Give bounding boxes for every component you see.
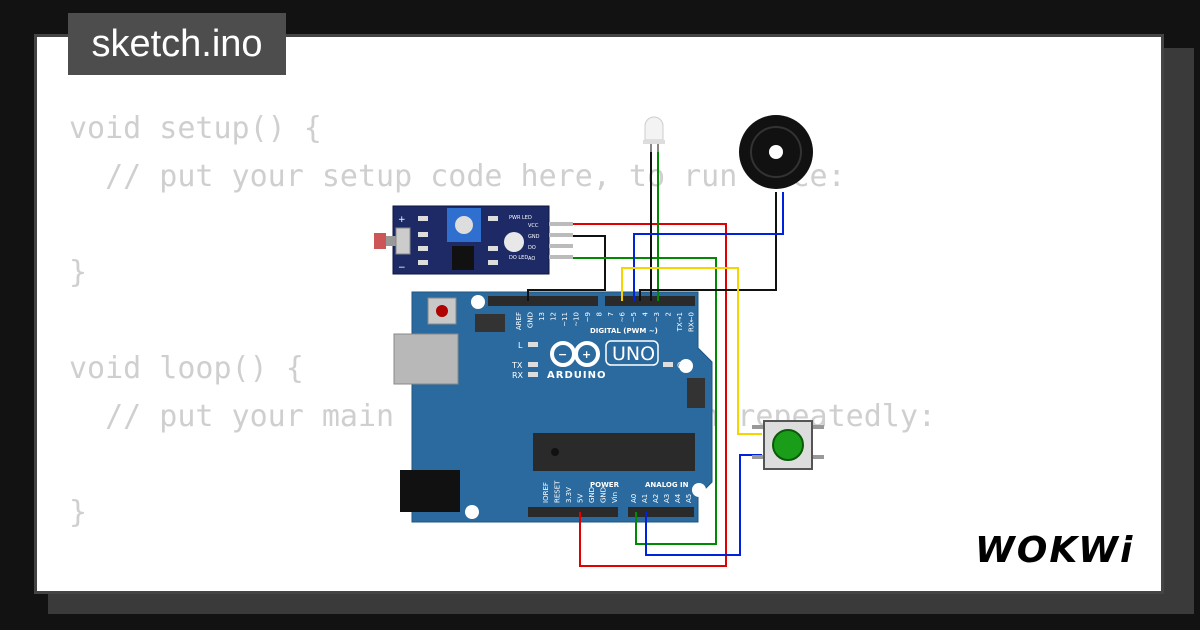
ldr-sensor-module[interactable]: + − PWR LED DO LED VCC GND DO AO	[374, 205, 573, 275]
wire-blue-buzzer	[633, 192, 784, 301]
mount-hole	[692, 483, 706, 497]
tx-led	[528, 362, 538, 367]
pin-label: 4	[642, 311, 650, 316]
rx-led	[528, 372, 538, 377]
pin-label: IOREF	[542, 482, 550, 503]
sensor-pin-label: AO	[528, 256, 535, 262]
reset-button-cap[interactable]	[436, 305, 448, 317]
sensor-pin-label: VCC	[528, 223, 539, 229]
pin-label: ~6	[619, 311, 627, 322]
sensor-pin-labels: VCC GND DO AO	[528, 223, 540, 262]
led[interactable]	[643, 116, 665, 152]
do-led-label: DO LED	[509, 255, 528, 261]
pin-label: RESET	[554, 480, 562, 503]
pin-label: A5	[685, 494, 693, 503]
pin-label: Vin	[611, 492, 619, 503]
mount-hole	[465, 505, 479, 519]
on-label: ON	[677, 361, 689, 370]
pin-label: 5V	[577, 494, 585, 503]
power-label: POWER	[590, 481, 620, 489]
pin-label: GND	[600, 487, 608, 503]
pin-label: 7	[607, 312, 615, 316]
wire-blue-button	[645, 454, 762, 556]
sensor-pin-label: GND	[528, 234, 540, 240]
l-led	[528, 342, 538, 347]
pin-label: AREF	[515, 312, 523, 330]
pin-label: GND	[527, 312, 535, 328]
pin-label: 12	[550, 312, 558, 321]
mount-hole	[471, 295, 485, 309]
power-header[interactable]	[528, 507, 618, 517]
pin-label: ~5	[630, 312, 638, 322]
sensor-pin-label: DO	[528, 245, 536, 251]
comparator-chip	[452, 246, 474, 270]
code-line: void setup() {	[69, 111, 322, 146]
pin-label: GND	[588, 487, 596, 503]
wokwi-logo: WOKWi	[975, 530, 1135, 571]
sensor-plus: +	[398, 215, 406, 225]
pin-label: A2	[652, 494, 660, 503]
pin-label: ~9	[584, 312, 592, 322]
analog-label: ANALOG IN	[645, 481, 689, 489]
pin-label: 3.3V	[565, 487, 573, 503]
pin-label: 2	[665, 312, 673, 316]
uno-label: UNO	[612, 343, 655, 365]
analog-header[interactable]	[628, 507, 694, 517]
pushbutton[interactable]	[752, 420, 824, 470]
wires	[527, 150, 784, 567]
buzzer[interactable]	[739, 115, 813, 189]
on-led	[663, 362, 673, 367]
code-line: // put your setup code here, to run once…	[69, 159, 846, 194]
digital-label: DIGITAL (PWM ~)	[590, 327, 658, 335]
icsp-header	[475, 314, 505, 332]
file-tab[interactable]: sketch.ino	[68, 13, 286, 75]
wire-green-ao	[551, 257, 717, 545]
usb-port	[393, 333, 459, 385]
pin-label: A0	[630, 494, 638, 503]
sensor-pins[interactable]	[549, 222, 573, 259]
pin-label: 8	[596, 312, 604, 316]
arduino-label: ARDUINO	[547, 370, 606, 381]
pin-label: ~11	[561, 312, 569, 327]
digital-header-left[interactable]	[488, 296, 598, 306]
arduino-infinity-logo: − +	[550, 341, 600, 367]
wire-yellow-button	[621, 267, 762, 435]
pin-label: 13	[538, 312, 546, 321]
pin-label: A3	[663, 494, 671, 503]
code-line: }	[69, 255, 88, 290]
pin-label: ~3	[653, 312, 661, 322]
sensor-minus: −	[398, 263, 406, 273]
svg-text:−: −	[558, 348, 567, 361]
power-jack	[400, 470, 460, 512]
l-label: L	[518, 341, 523, 350]
pin-label: ~10	[573, 312, 581, 327]
microcontroller-chip	[533, 433, 695, 471]
arduino-uno-board[interactable]: L TX RX ON − + UNO ARDUINO DIGITAL (PWM …	[393, 291, 713, 523]
wire-red-vcc	[551, 223, 727, 567]
wire-black-gnd	[527, 235, 606, 301]
pwr-led-label: PWR LED	[509, 215, 532, 221]
pin-label: A1	[641, 494, 649, 503]
code-line: }	[69, 495, 88, 530]
svg-text:+: +	[582, 348, 591, 361]
pin-label: TX→1	[676, 312, 684, 332]
tx-label: TX	[511, 361, 523, 370]
icsp-header-right	[687, 378, 705, 408]
photoresistor	[374, 233, 386, 249]
code-line: void loop() {	[69, 351, 304, 386]
pin-label: A4	[674, 493, 682, 503]
sensor-led	[504, 232, 524, 252]
mount-hole	[679, 359, 693, 373]
wire-black-buzzer	[639, 192, 777, 301]
rx-label: RX	[512, 371, 524, 380]
pin-label: RX←0	[688, 312, 696, 332]
pushbutton-cap[interactable]	[772, 429, 804, 461]
